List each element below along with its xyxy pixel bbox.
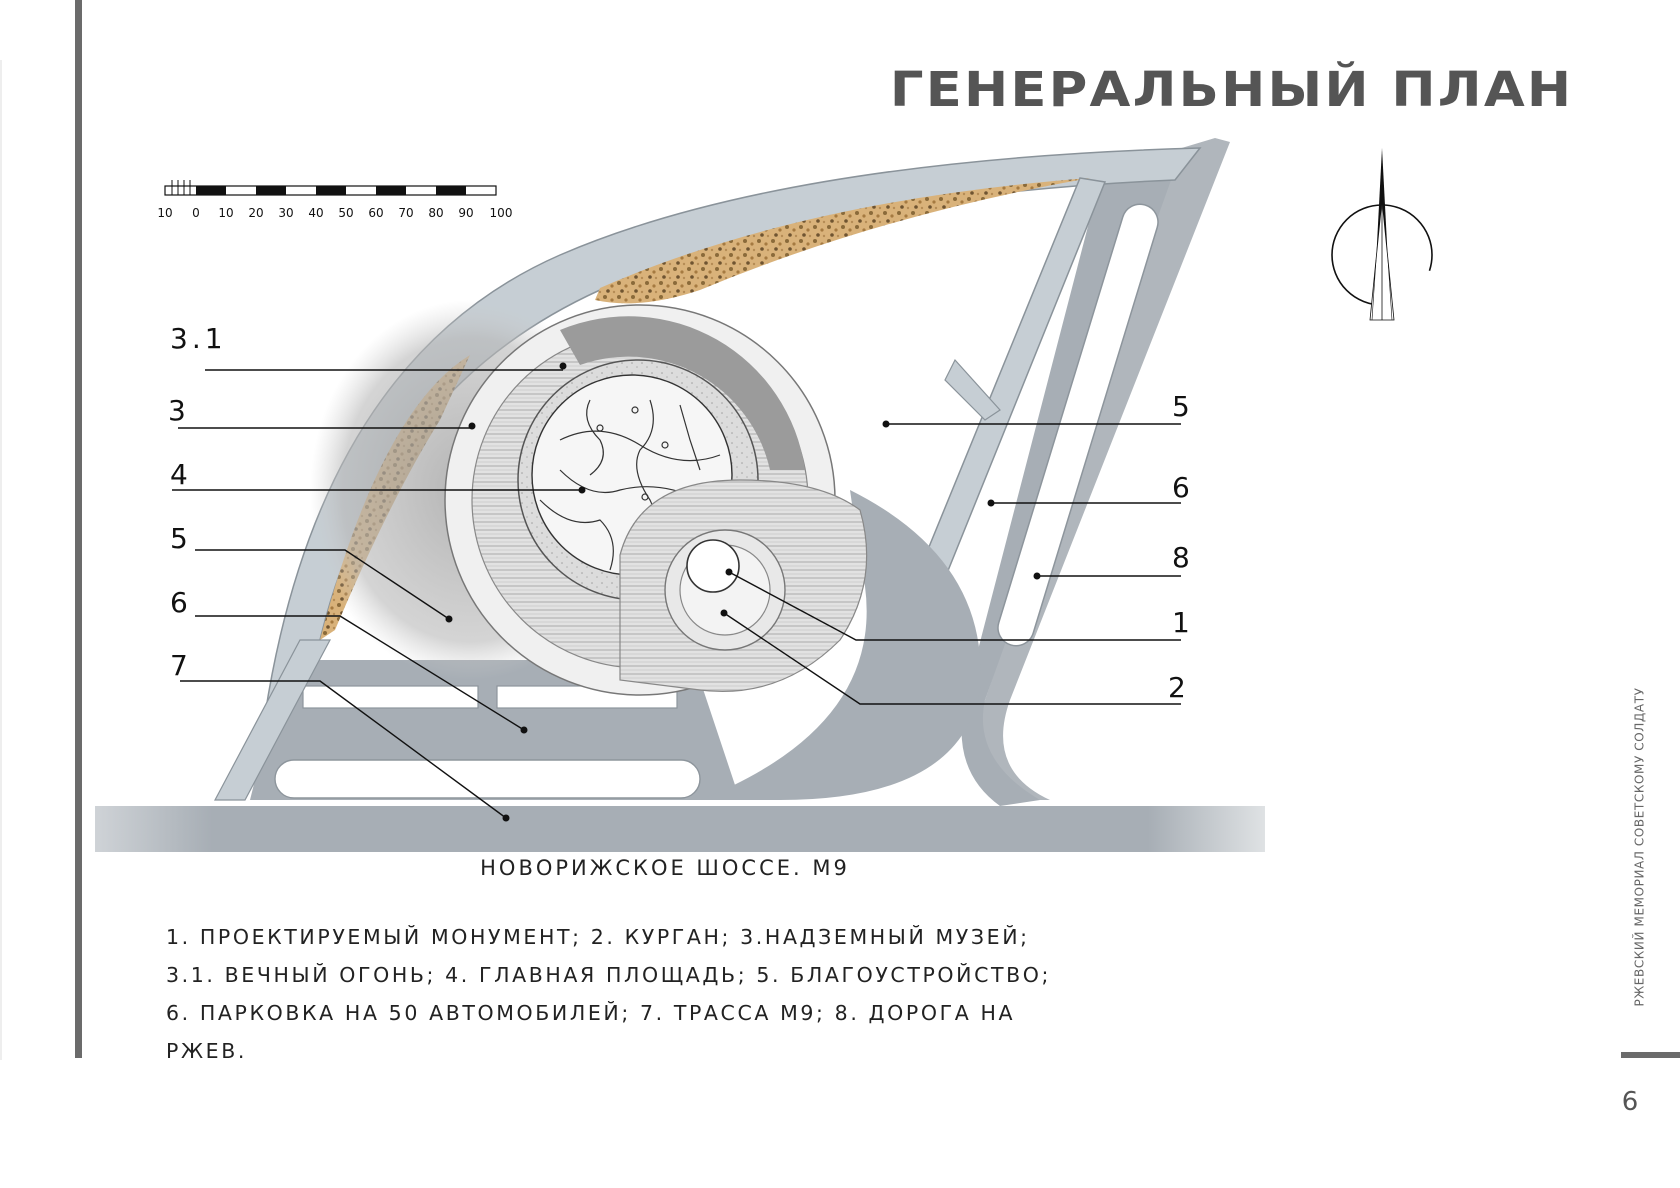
gravel-band-upper [595,178,1090,304]
legend: 1. ПРОЕКТИРУЕМЫЙ МОНУМЕНТ; 2. КУРГАН; 3.… [166,918,1186,1070]
left-margin-rule [75,0,82,1058]
page-number: 6 [1621,1087,1639,1117]
leader-endpoints [445,362,1041,822]
legend-line: 3.1. ВЕЧНЫЙ ОГОНЬ; 4. ГЛАВНАЯ ПЛОЩАДЬ; 5… [166,963,1052,987]
road-to-rzhev [975,138,1230,800]
scale-tick-label: 70 [398,206,413,220]
callout-6-right: 6 [1172,471,1190,504]
page-edge-line [0,60,2,1060]
parking-island [274,759,701,799]
legend-line: 1. ПРОЕКТИРУЕМЫЙ МОНУМЕНТ; 2. КУРГАН; 3.… [166,925,1030,949]
left-leader-lines [172,369,582,819]
sidebar-vertical-text: РЖЕВСКИЙ МЕМОРИАЛ СОВЕТСКОМУ СОЛДАТУ [1633,687,1648,1007]
road-island [997,203,1159,647]
parking-strip-left [302,685,479,709]
page-title: ГЕНЕРАЛЬНЫЙ ПЛАН [889,62,1573,118]
right-leader-lines [723,423,1181,705]
north-arrow-icon [1331,148,1433,321]
highway-m9 [95,806,1265,852]
scale-tick-label: 100 [490,206,513,220]
landscaping-lobe [700,490,981,800]
scale-bar-labels: 10 0 10 20 30 40 50 60 70 80 90 100 [157,206,512,220]
scale-tick-label: 80 [428,206,443,220]
scale-tick-label: 20 [248,206,263,220]
sidebar-vertical-title: РЖЕВСКИЙ МЕМОРИАЛ СОВЕТСКОМУ СОЛДАТУ [1630,672,1650,1022]
scale-bar [164,180,497,196]
museum-dark-arc [560,316,805,470]
scale-tick-label: 0 [192,206,200,220]
scale-tick-label: 30 [278,206,293,220]
callout-3: 3 [168,394,186,427]
highway-caption: НОВОРИЖСКОЕ ШОССЕ. М9 [480,856,850,880]
page-number-rule [1621,1052,1680,1058]
scale-tick-label: 10 [218,206,233,220]
connector-road [944,358,1001,421]
callout-5-right: 5 [1172,390,1190,423]
callout-5-left: 5 [170,522,188,555]
callout-4: 4 [170,458,188,491]
callout-3-1: 3.1 [170,322,227,355]
callout-2: 2 [1168,671,1186,704]
legend-line: 6. ПАРКОВКА НА 50 АВТОМОБИЛЕЙ; 7. ТРАССА… [166,1001,1016,1025]
scale-tick-label: 40 [308,206,323,220]
left-access-road [214,639,331,801]
scale-tick-label: 10 [157,206,172,220]
scale-tick-label: 60 [368,206,383,220]
callout-6-left: 6 [170,586,188,619]
road-to-rzhev-shoulder [961,155,1180,806]
legend-line: РЖЕВ. [166,1039,247,1063]
callout-7: 7 [170,649,188,682]
scale-tick-label: 90 [458,206,473,220]
monument [686,539,740,593]
callout-8: 8 [1172,541,1190,574]
scale-tick-label: 50 [338,206,353,220]
callout-1: 1 [1172,606,1190,639]
